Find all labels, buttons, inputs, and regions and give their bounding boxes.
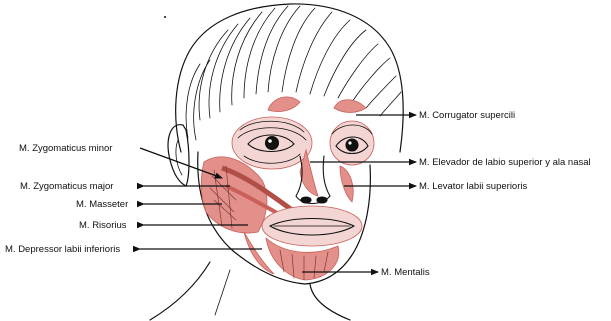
depressor-left xyxy=(244,232,274,274)
label-risorius: M. Risorius xyxy=(79,220,127,231)
brow-muscle-left xyxy=(268,97,300,112)
label-corrugator: M. Corrugator supercili xyxy=(419,110,515,121)
neck-right xyxy=(310,284,350,320)
neck-left xyxy=(150,262,210,320)
label-elevador: M. Elevador de labio superior y ala nasa… xyxy=(419,157,591,168)
label-depressor-labii: M. Depressor labii inferioris xyxy=(5,244,120,255)
levator-right xyxy=(340,166,353,202)
label-zygomaticus-major: M. Zygomaticus major xyxy=(20,181,113,192)
label-zygomaticus-minor: M. Zygomaticus minor xyxy=(19,143,112,154)
brow-muscle-right xyxy=(334,100,366,113)
left-ear xyxy=(168,125,189,186)
label-mentalis: M. Mentalis xyxy=(381,267,430,278)
label-masseter: M. Masseter xyxy=(76,199,128,210)
scalp-striations xyxy=(186,6,401,140)
label-levator: M. Levator labii superioris xyxy=(419,181,527,192)
facial-muscles xyxy=(201,97,374,280)
